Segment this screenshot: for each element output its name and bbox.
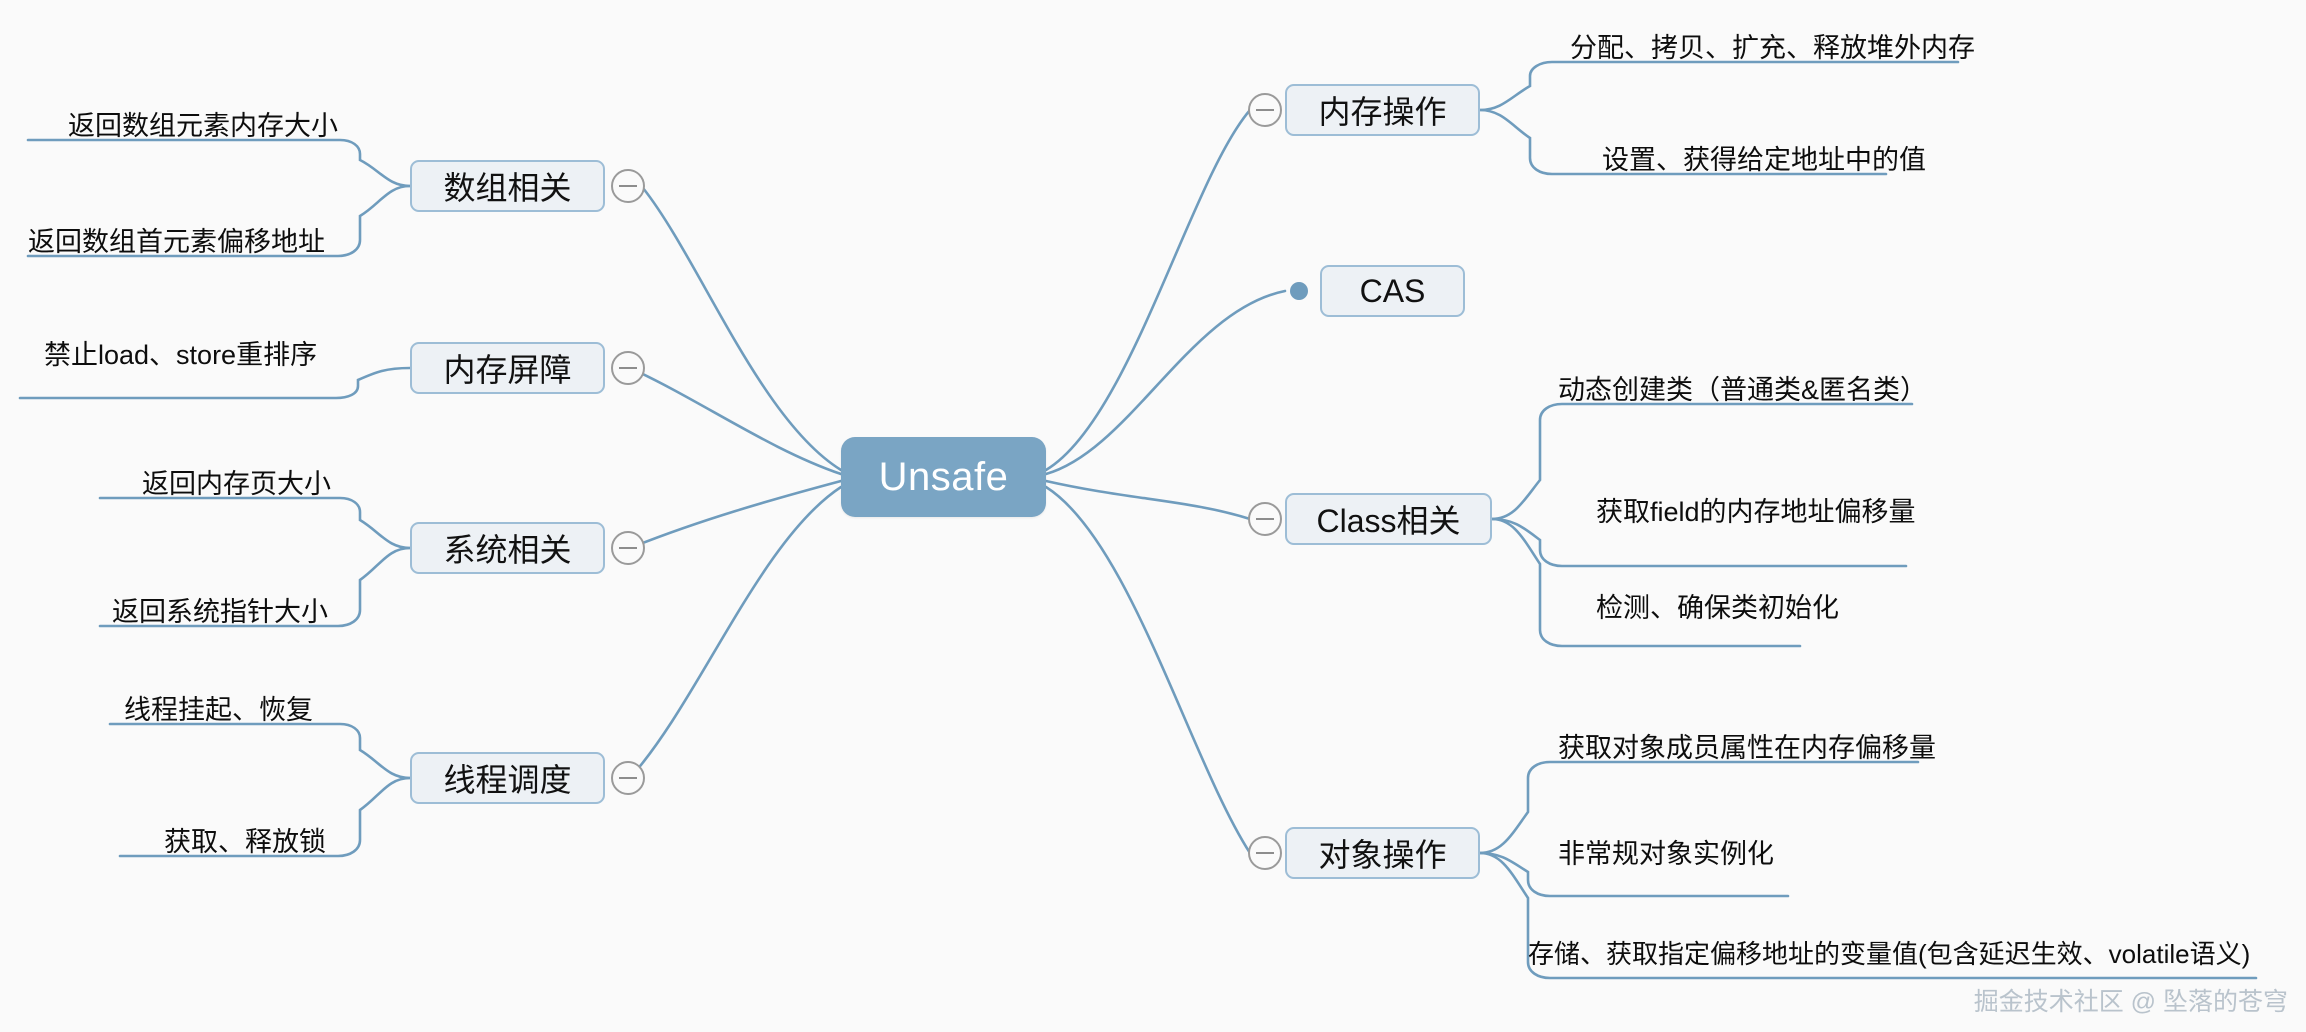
branch-node-label: 内存操作: [1318, 94, 1447, 130]
branch-node-array[interactable]: 数组相关: [410, 160, 605, 212]
collapse-minus-icon[interactable]: [1248, 93, 1282, 127]
branch-node-memory-ops[interactable]: 内存操作: [1285, 84, 1480, 136]
collapse-minus-icon[interactable]: [1248, 502, 1282, 536]
branch-node-thread-scheduling[interactable]: 线程调度: [410, 752, 605, 804]
leaf-label: 禁止load、store重排序: [44, 340, 318, 370]
leaf-label: 存储、获取指定偏移地址的变量值(包含延迟生效、volatile语义): [1528, 939, 2251, 969]
leaf-label: 返回数组元素内存大小: [68, 111, 338, 141]
leaf-label: 检测、确保类初始化: [1596, 593, 1839, 623]
leaf-label: 动态创建类（普通类&匿名类）: [1558, 375, 1928, 405]
collapse-minus-icon[interactable]: [611, 531, 645, 565]
collapse-minus-icon[interactable]: [611, 761, 645, 795]
collapse-minus-icon[interactable]: [611, 351, 645, 385]
branch-node-object-ops[interactable]: 对象操作: [1285, 827, 1480, 879]
branch-node-class[interactable]: Class相关: [1285, 493, 1492, 545]
branch-node-cas[interactable]: CAS: [1320, 265, 1465, 317]
leaf-label: 获取对象成员属性在内存偏移量: [1558, 733, 1936, 763]
collapse-minus-icon[interactable]: [611, 169, 645, 203]
branch-node-system[interactable]: 系统相关: [410, 522, 605, 574]
leaf-label: 线程挂起、恢复: [124, 695, 313, 725]
leaf-label: 分配、拷贝、扩充、释放堆外内存: [1570, 33, 1975, 63]
branch-node-label: 数组相关: [443, 170, 572, 206]
branch-node-memory-barrier[interactable]: 内存屏障: [410, 342, 605, 394]
root-node-label: Unsafe: [878, 454, 1009, 499]
watermark: 掘金技术社区 @ 坠落的苍穹: [1973, 988, 2288, 1016]
leaf-label: 返回数组首元素偏移地址: [28, 227, 325, 257]
leaf-label: 设置、获得给定地址中的值: [1602, 145, 1926, 175]
branch-node-label: Class相关: [1316, 503, 1461, 539]
leaf-label: 返回内存页大小: [142, 469, 331, 499]
leaf-dot-icon: [1290, 282, 1308, 300]
branch-node-label: 系统相关: [443, 532, 572, 568]
leaf-label: 获取、释放锁: [164, 827, 326, 857]
branch-node-label: CAS: [1359, 272, 1426, 309]
collapse-minus-icon[interactable]: [1248, 836, 1282, 870]
branch-node-label: 线程调度: [443, 762, 572, 798]
leaf-label: 非常规对象实例化: [1558, 839, 1774, 869]
branch-node-label: 对象操作: [1318, 837, 1447, 873]
leaf-label: 返回系统指针大小: [112, 597, 328, 627]
leaf-label: 获取field的内存地址偏移量: [1596, 497, 1916, 527]
branch-node-label: 内存屏障: [443, 352, 572, 388]
root-node-unsafe[interactable]: Unsafe: [841, 437, 1046, 517]
